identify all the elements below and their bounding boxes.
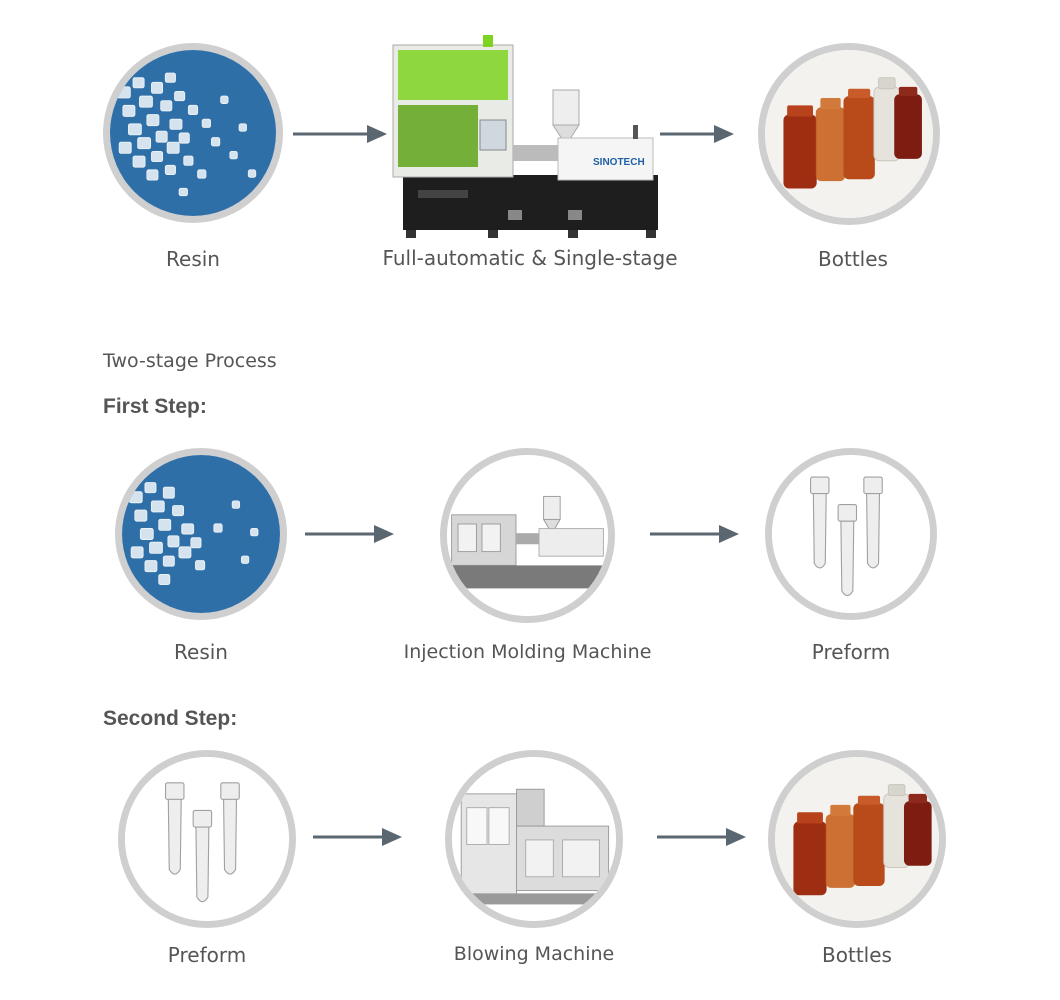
resin-pellets-icon <box>110 50 276 216</box>
right-arrow-icon <box>650 524 740 544</box>
bottles-image <box>768 750 946 928</box>
bottles-image <box>758 43 940 225</box>
right-arrow-icon <box>293 124 388 144</box>
resin-pellets-icon <box>122 455 280 613</box>
resin-caption: Resin <box>174 640 228 664</box>
amber-bottles-icon <box>775 757 939 921</box>
preform-caption: Preform <box>167 943 247 967</box>
blowing-machine-icon <box>452 757 616 921</box>
right-arrow-icon <box>313 827 403 847</box>
injection-molding-machine-icon <box>447 455 608 616</box>
second-step-title: Second Step: <box>103 707 238 730</box>
first-step-title: First Step: <box>103 395 207 418</box>
preform-tubes-icon <box>772 455 930 613</box>
single-stage-machine-image: SINOTECH <box>388 30 660 245</box>
blowing-machine-image <box>445 750 623 928</box>
two-stage-heading: Two-stage Process <box>103 350 277 372</box>
resin-caption: Resin <box>166 247 220 271</box>
single-stage-machine-icon: SINOTECH <box>392 35 658 238</box>
preform-image <box>765 448 937 620</box>
single-stage-machine-caption: Full-automatic & Single-stage <box>382 246 678 270</box>
preform-tubes-icon <box>125 757 289 921</box>
preform-image <box>118 750 296 928</box>
blowing-machine-caption: Blowing Machine <box>453 943 615 965</box>
bottles-caption: Bottles <box>818 247 888 271</box>
injection-machine-caption: Injection Molding Machine <box>403 641 652 663</box>
right-arrow-icon <box>660 124 735 144</box>
injection-machine-image <box>440 448 615 623</box>
resin-image <box>103 43 283 223</box>
resin-image <box>115 448 287 620</box>
machine-brand-text: SINOTECH <box>593 157 645 168</box>
right-arrow-icon <box>305 524 395 544</box>
amber-bottles-icon <box>765 50 933 218</box>
preform-caption: Preform <box>811 640 891 664</box>
right-arrow-icon <box>657 827 747 847</box>
bottles-caption: Bottles <box>822 943 892 967</box>
